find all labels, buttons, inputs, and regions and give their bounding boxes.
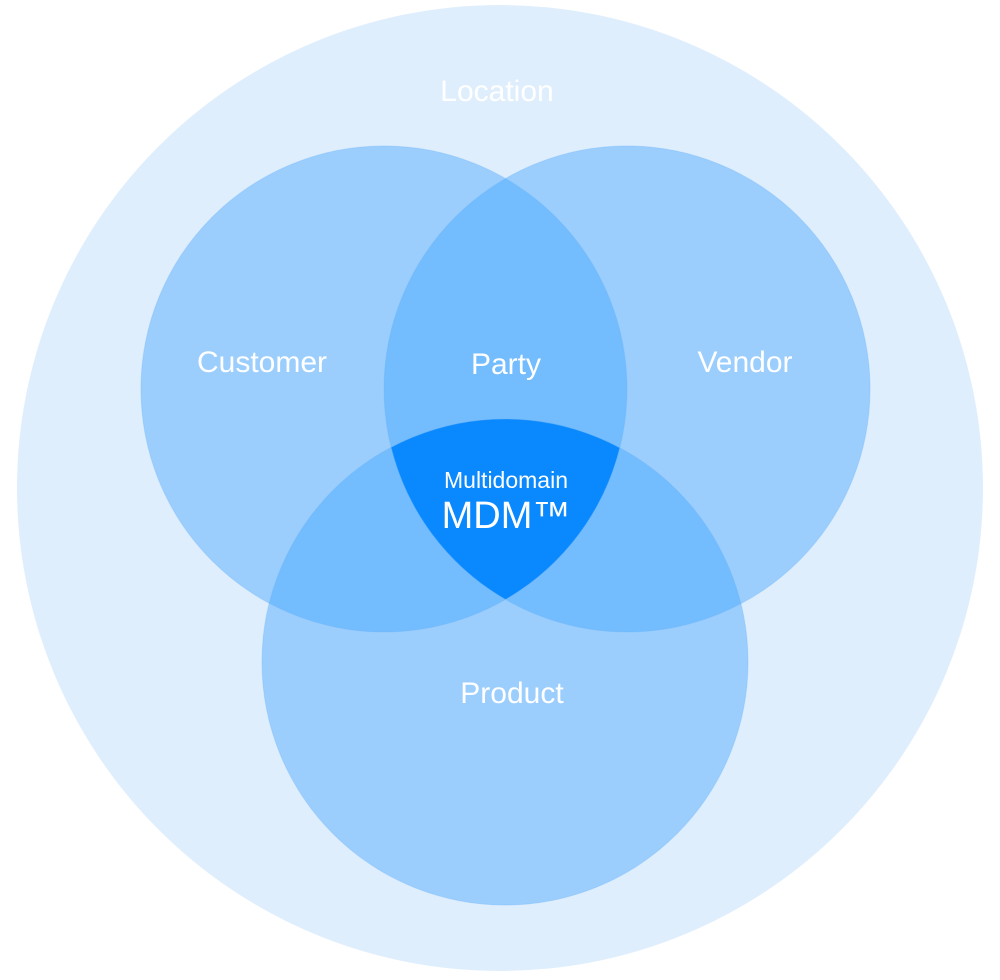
circle-outlines — [140, 145, 871, 906]
product-label: Product — [460, 677, 564, 710]
party-label: Party — [471, 348, 541, 381]
location-label: Location — [440, 75, 553, 108]
vendor-label: Vendor — [697, 346, 792, 379]
vendor-product-overlap — [384, 419, 748, 632]
customer-label: Customer — [197, 346, 327, 379]
mdm-label: MDM™ — [442, 495, 571, 537]
multidomain-label: Multidomain — [444, 467, 568, 493]
